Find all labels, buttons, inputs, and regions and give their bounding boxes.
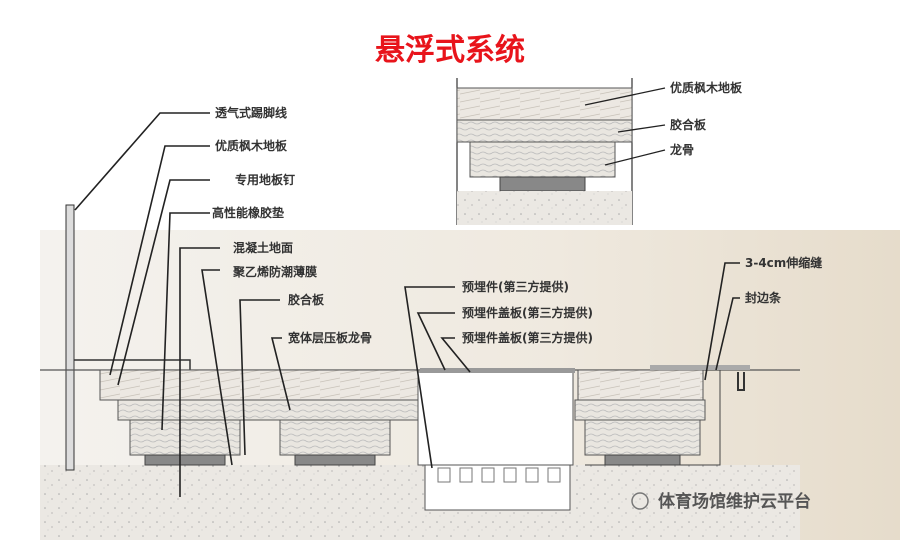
floor-assembly-right	[574, 365, 750, 466]
inset-label-keel: 龙骨	[670, 142, 694, 157]
label-edge-strip: 封边条	[745, 290, 782, 305]
label-embedded-cover-2: 预埋件盖板(第三方提供)	[462, 330, 593, 345]
label-embedded-cover-1: 预埋件盖板(第三方提供)	[462, 305, 593, 320]
label-breathable-skirting: 透气式踢脚线	[215, 105, 287, 120]
watermark-text: 体育场馆维护云平台	[658, 491, 811, 512]
embedded-part	[417, 368, 575, 511]
label-maple-floor: 优质枫木地板	[215, 138, 288, 153]
wechat-icon	[631, 492, 649, 510]
middle-labels: 预埋件(第三方提供) 预埋件盖板(第三方提供) 预埋件盖板(第三方提供)	[462, 279, 593, 345]
watermark: 体育场馆维护云平台	[631, 491, 811, 512]
inset-label-maple-floor: 优质枫木地板	[670, 80, 743, 95]
right-labels: 3-4cm伸缩缝 封边条	[745, 255, 822, 305]
label-expansion-joint: 3-4cm伸缩缝	[745, 255, 822, 270]
wall-skirting	[65, 204, 75, 471]
floor-assembly-left	[99, 369, 419, 466]
label-floor-nail: 专用地板钉	[235, 172, 295, 187]
diagram-title: 悬浮式系统	[375, 33, 525, 68]
label-rubber-pad: 高性能橡胶垫	[212, 205, 284, 220]
label-concrete-ground: 混凝土地面	[233, 240, 293, 255]
inset-detail: 优质枫木地板 胶合板 龙骨	[456, 78, 743, 225]
label-pe-membrane: 聚乙烯防潮薄膜	[232, 264, 317, 279]
label-plywood: 胶合板	[288, 292, 325, 307]
label-embedded-part: 预埋件(第三方提供)	[462, 279, 569, 294]
concrete-ground	[40, 465, 800, 540]
label-laminated-keel: 宽体层压板龙骨	[287, 330, 372, 345]
left-labels: 透气式踢脚线 优质枫木地板 专用地板钉 高性能橡胶垫 混凝土地面 聚乙烯防潮薄膜…	[212, 105, 372, 345]
inset-label-plywood: 胶合板	[670, 117, 707, 132]
leader-lines	[74, 112, 740, 497]
